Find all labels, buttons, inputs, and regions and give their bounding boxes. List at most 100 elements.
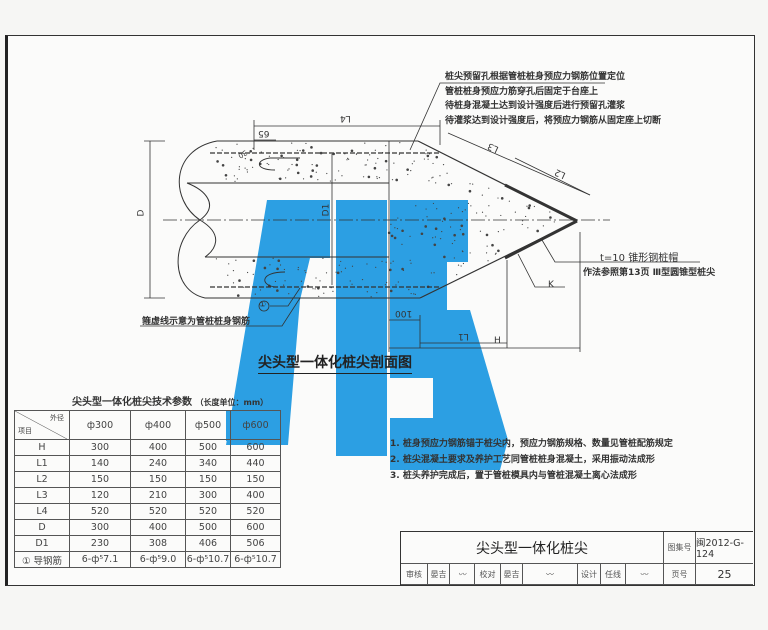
param-cell: 300	[69, 519, 131, 536]
cap-top	[504, 183, 578, 223]
speckle	[485, 252, 488, 254]
speckle	[497, 249, 500, 253]
param-cell: 500	[185, 439, 231, 456]
speckle	[497, 231, 499, 233]
speckle	[364, 142, 366, 144]
cap-bottom	[504, 219, 578, 260]
speckle	[272, 257, 274, 259]
review-label: 审核	[401, 564, 428, 585]
speckle	[431, 177, 433, 179]
speckle	[390, 262, 392, 264]
speckle	[460, 265, 462, 267]
speckle	[231, 156, 233, 159]
speckle	[244, 157, 246, 160]
speckle	[346, 159, 348, 161]
row-label: L3	[14, 487, 70, 504]
speckle	[296, 171, 300, 175]
speckle	[228, 263, 230, 265]
speckle	[318, 295, 320, 297]
dim-k-label: K	[548, 280, 554, 290]
leader-k	[517, 253, 565, 288]
speckle	[464, 209, 466, 211]
speckle	[377, 157, 379, 160]
speckle	[338, 170, 340, 172]
speckle	[227, 274, 229, 276]
speckle	[314, 288, 316, 290]
speckle	[399, 142, 401, 144]
speckle	[268, 163, 270, 166]
page-label: 页号	[664, 564, 696, 585]
speckle	[373, 166, 377, 170]
speckle	[494, 253, 497, 255]
col-header: ф300	[69, 410, 131, 440]
speckle	[407, 173, 409, 176]
speckle	[413, 293, 415, 295]
leader-note-3: 待桩身混凝土达到设计强度后进行预留孔灌浆	[445, 101, 626, 111]
speckle	[461, 211, 464, 213]
speckle	[434, 227, 438, 231]
speckle	[411, 163, 413, 165]
hook-top	[258, 157, 300, 171]
speckle	[459, 228, 462, 231]
speckle	[215, 147, 217, 149]
param-cell: 400	[130, 439, 186, 456]
speckle	[453, 257, 455, 259]
speckle	[481, 211, 484, 213]
speckle	[500, 197, 504, 200]
speckle	[243, 286, 245, 288]
speckle	[355, 153, 358, 155]
speckle	[481, 194, 483, 196]
speckle	[439, 175, 441, 177]
speckle	[376, 292, 378, 294]
speckle	[470, 205, 472, 207]
speckle	[279, 264, 282, 266]
dim-L3	[447, 132, 591, 196]
param-table-title-text: 尖头型一体化桩尖技术参数	[72, 397, 192, 408]
speckle	[409, 235, 411, 237]
speckle	[246, 169, 248, 171]
dim-100-label: 100	[395, 308, 413, 318]
speckle	[434, 236, 437, 238]
speckle	[336, 271, 340, 275]
corner-bottom: 项目	[18, 427, 32, 435]
speckle	[468, 189, 472, 193]
cap-label: t=10 锥形钢桩帽	[600, 253, 679, 264]
speckle	[533, 205, 535, 208]
speckle	[364, 164, 366, 166]
speckle	[278, 177, 282, 181]
speckle	[295, 158, 299, 162]
review-name: 晏吉	[428, 564, 450, 585]
speckle	[378, 177, 381, 179]
speckle	[390, 234, 394, 238]
speckle	[443, 217, 446, 220]
speckle	[234, 180, 236, 182]
speckle	[338, 264, 340, 266]
speckle	[393, 236, 397, 240]
leader-note-1: 桩尖预留孔根据管桩桩身预应力钢筋位置定位	[445, 72, 626, 82]
speckle	[386, 169, 388, 171]
speckle	[435, 182, 437, 184]
speckle	[467, 202, 470, 205]
watermark-middle-stroke	[336, 200, 387, 456]
dim-H-label: H	[494, 336, 501, 346]
row-label: D	[14, 519, 70, 536]
marker-label: ①	[259, 300, 267, 309]
speckle	[461, 232, 465, 236]
speckle	[397, 217, 399, 219]
param-cell: 150	[185, 471, 231, 488]
watermark-right-stroke	[390, 200, 508, 470]
speckle	[268, 155, 271, 157]
speckle	[341, 175, 343, 177]
dim-L2	[514, 157, 591, 196]
speckle	[415, 205, 417, 207]
review-signature: 〰	[450, 564, 475, 585]
speckle	[457, 207, 460, 209]
speckle	[344, 267, 347, 269]
speckle	[284, 280, 286, 282]
speckle	[549, 216, 552, 219]
